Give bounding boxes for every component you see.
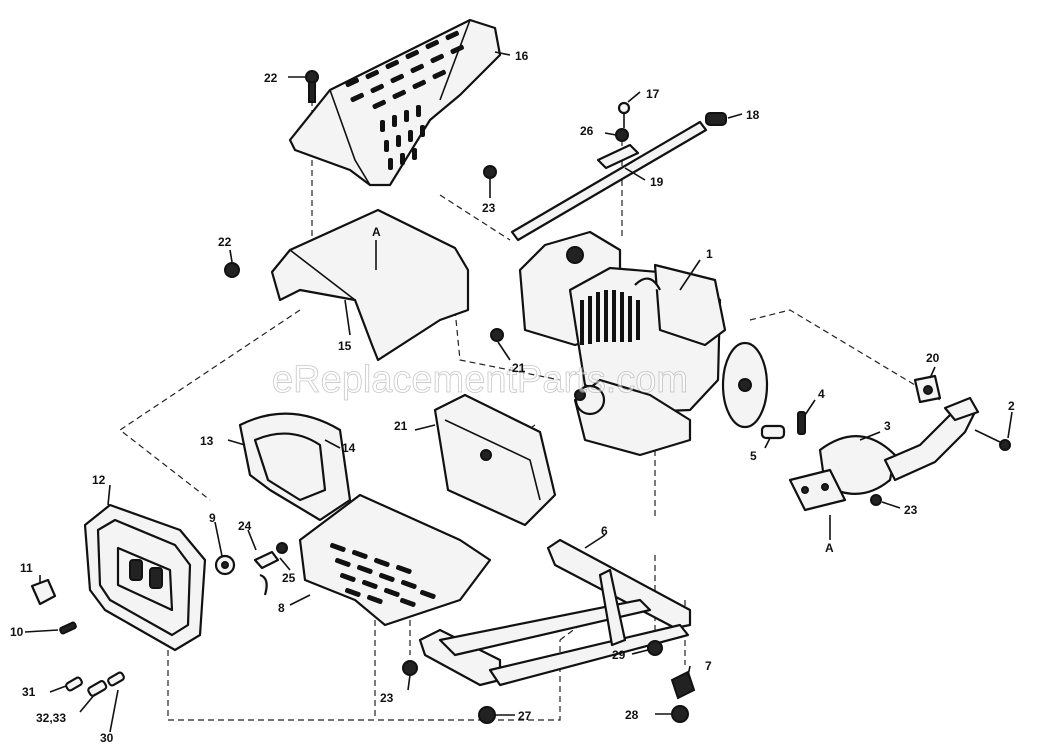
part-11-knob xyxy=(30,578,57,606)
part-8-base-tray xyxy=(298,493,492,627)
callout-15: 15 xyxy=(338,339,352,353)
callout-24: 24 xyxy=(238,519,252,533)
callout-22-top: 22 xyxy=(264,71,278,85)
callout-5: 5 xyxy=(750,449,757,463)
part-6-frame xyxy=(418,538,692,687)
part-20-gasket xyxy=(913,374,942,404)
callout-25: 25 xyxy=(282,571,296,585)
part-9-switch xyxy=(214,554,236,576)
view-marker-a-top: A xyxy=(372,225,381,239)
part-1-engine xyxy=(518,230,769,457)
callout-7: 7 xyxy=(705,659,712,673)
part-12-front-panel xyxy=(83,503,207,652)
part-19-rod xyxy=(510,120,708,242)
part-24-25-clips xyxy=(253,542,288,596)
callout-30: 30 xyxy=(100,731,114,745)
callout-3: 3 xyxy=(884,419,891,433)
callout-21-panel: 21 xyxy=(394,419,408,433)
callout-31: 31 xyxy=(22,685,36,699)
leader-lines xyxy=(24,51,1013,733)
callout-11: 11 xyxy=(20,561,33,575)
part-13-14-mounts xyxy=(238,412,352,522)
callout-18: 18 xyxy=(746,108,760,122)
callout-19: 19 xyxy=(650,175,664,189)
callout-21-top: 21 xyxy=(512,361,526,375)
part-15-shroud: A xyxy=(270,208,470,362)
callout-12: 12 xyxy=(92,473,106,487)
callout-23-muffler: 23 xyxy=(904,503,918,517)
callout-27: 27 xyxy=(518,709,532,723)
part-30-31-32-33-fittings xyxy=(65,671,125,697)
callout-14: 14 xyxy=(342,441,356,455)
part-26-nut xyxy=(615,128,629,142)
part-10-screw xyxy=(59,621,77,635)
callout-23-top: 23 xyxy=(482,201,496,215)
callout-23-bottom: 23 xyxy=(380,691,394,705)
callout-6: 6 xyxy=(601,524,608,538)
callout-1: 1 xyxy=(706,247,713,261)
callout-29: 29 xyxy=(612,648,626,662)
part-2-screw xyxy=(974,429,1011,451)
callout-16: 16 xyxy=(515,49,529,63)
callout-9: 9 xyxy=(209,511,216,525)
view-marker-a-bottom: A xyxy=(825,541,834,555)
callout-26: 26 xyxy=(580,124,594,138)
part-3-muffler: A xyxy=(788,396,980,555)
callout-20: 20 xyxy=(926,351,940,365)
callout-8: 8 xyxy=(278,601,285,615)
watermark-text: eReplacementParts.com xyxy=(272,359,688,401)
part-21-back-panel xyxy=(433,393,557,527)
part-16-top-cover xyxy=(288,18,502,187)
callout-13: 13 xyxy=(200,434,214,448)
part-4-screw xyxy=(797,411,806,435)
callout-17: 17 xyxy=(646,87,660,101)
callout-2: 2 xyxy=(1008,399,1015,413)
callout-32-33: 32,33 xyxy=(36,711,66,725)
callout-22-side: 22 xyxy=(218,235,232,249)
fasteners xyxy=(224,70,882,724)
callout-28: 28 xyxy=(625,708,639,722)
part-17-screw xyxy=(617,101,631,128)
callout-labels: 1 2 3 4 5 6 7 8 9 10 11 12 13 14 15 16 1… xyxy=(10,49,1015,745)
callout-4: 4 xyxy=(818,387,825,401)
part-5-fitting xyxy=(760,424,786,440)
part-18-spring xyxy=(705,112,727,126)
callout-10: 10 xyxy=(10,625,24,639)
